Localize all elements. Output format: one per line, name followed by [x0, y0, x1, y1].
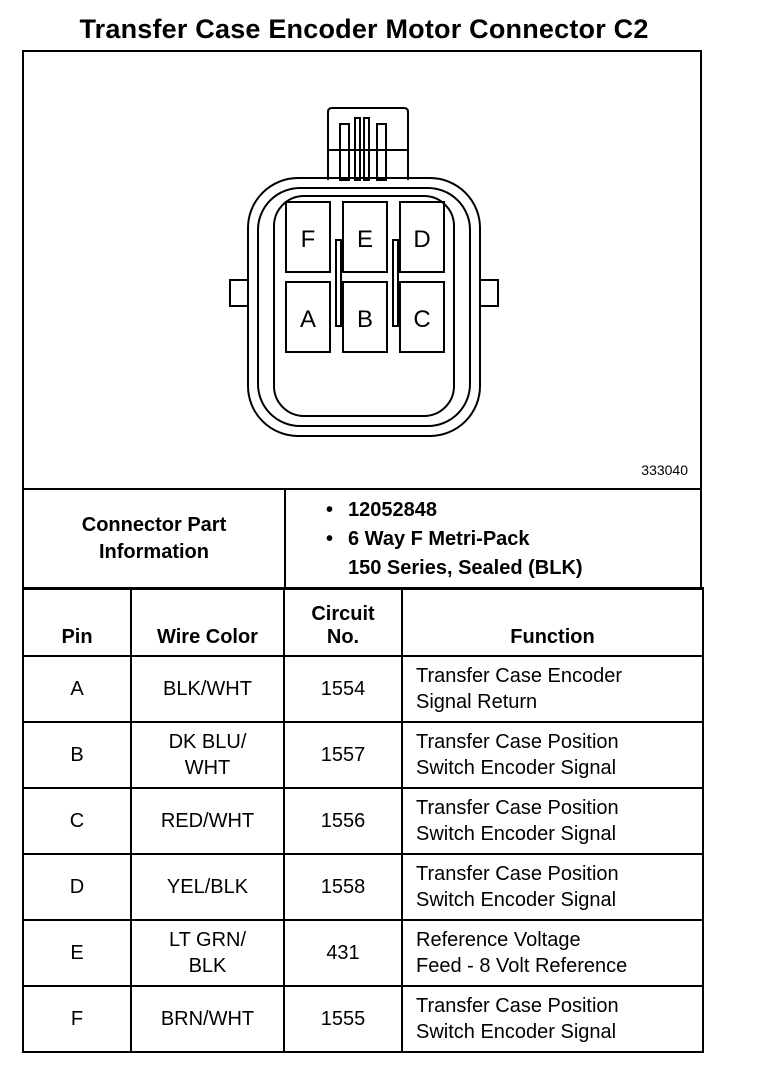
- cavity-c: [399, 281, 445, 353]
- pin-cell: A: [22, 655, 132, 723]
- header-pin: Pin: [22, 587, 132, 657]
- circuit-no-cell: 1557: [283, 721, 403, 789]
- connector-ear-right: [479, 279, 499, 307]
- connector-housing-inner: [273, 195, 455, 417]
- cavity-label-c: C: [413, 306, 430, 333]
- connector-ear-left: [229, 279, 249, 307]
- cavity-label-d: D: [413, 226, 430, 253]
- cavity-e: [342, 201, 388, 273]
- cavity-a: [285, 281, 331, 353]
- circuit-no-cell: 1556: [283, 787, 403, 855]
- cavity-label-a: A: [300, 306, 316, 333]
- pin-cell: B: [22, 721, 132, 789]
- pin-cell: E: [22, 919, 132, 987]
- connector-lock-tab: [327, 107, 409, 180]
- pin-cell: F: [22, 985, 132, 1053]
- connector-diagram-panel: F E D A B C 333040: [22, 50, 702, 490]
- part-info-values: 12052848 6 Way F Metri-Pack 150 Series, …: [284, 488, 702, 590]
- part-info-label: Connector Part Information: [22, 488, 286, 590]
- wire-color-cell: YEL/BLK: [130, 853, 285, 921]
- wire-color-cell: DK BLU/WHT: [130, 721, 285, 789]
- lock-tab-rib-right: [376, 123, 387, 181]
- cavity-label-e: E: [357, 226, 373, 253]
- figure-id: 333040: [641, 462, 688, 478]
- header-circuit-no: Circuit No.: [283, 587, 403, 657]
- circuit-no-cell: 1555: [283, 985, 403, 1053]
- connector-housing-outer: [247, 177, 481, 437]
- cavity-label-b: B: [357, 306, 373, 333]
- lock-tab-rib-left: [339, 123, 350, 181]
- circuit-no-cell: 1558: [283, 853, 403, 921]
- polarization-bar-left: [335, 239, 342, 327]
- cavity-f: [285, 201, 331, 273]
- cavity-d: [399, 201, 445, 273]
- pin-cell: C: [22, 787, 132, 855]
- pin-cell: D: [22, 853, 132, 921]
- header-function: Function: [401, 587, 704, 657]
- wire-color-cell: BRN/WHT: [130, 985, 285, 1053]
- connector-part-info-table: Connector Part Information 12052848 6 Wa…: [22, 488, 702, 590]
- circuit-no-cell: 431: [283, 919, 403, 987]
- circuit-no-cell: 1554: [283, 655, 403, 723]
- header-wire-color: Wire Color: [130, 587, 285, 657]
- connector-cavities: F E D A B C: [285, 201, 445, 353]
- connector-housing-mid: [257, 187, 471, 427]
- polarization-bar-right: [392, 239, 399, 327]
- part-description: 6 Way F Metri-Pack 150 Series, Sealed (B…: [326, 525, 700, 583]
- wire-color-cell: LT GRN/BLK: [130, 919, 285, 987]
- connector-face-drawing: F E D A B C: [229, 107, 499, 437]
- page-title: Transfer Case Encoder Motor Connector C2: [79, 14, 649, 44]
- wire-color-cell: RED/WHT: [130, 787, 285, 855]
- wire-color-cell: BLK/WHT: [130, 655, 285, 723]
- cavity-label-f: F: [301, 226, 316, 253]
- cavity-b: [342, 281, 388, 353]
- part-number: 12052848: [326, 496, 700, 525]
